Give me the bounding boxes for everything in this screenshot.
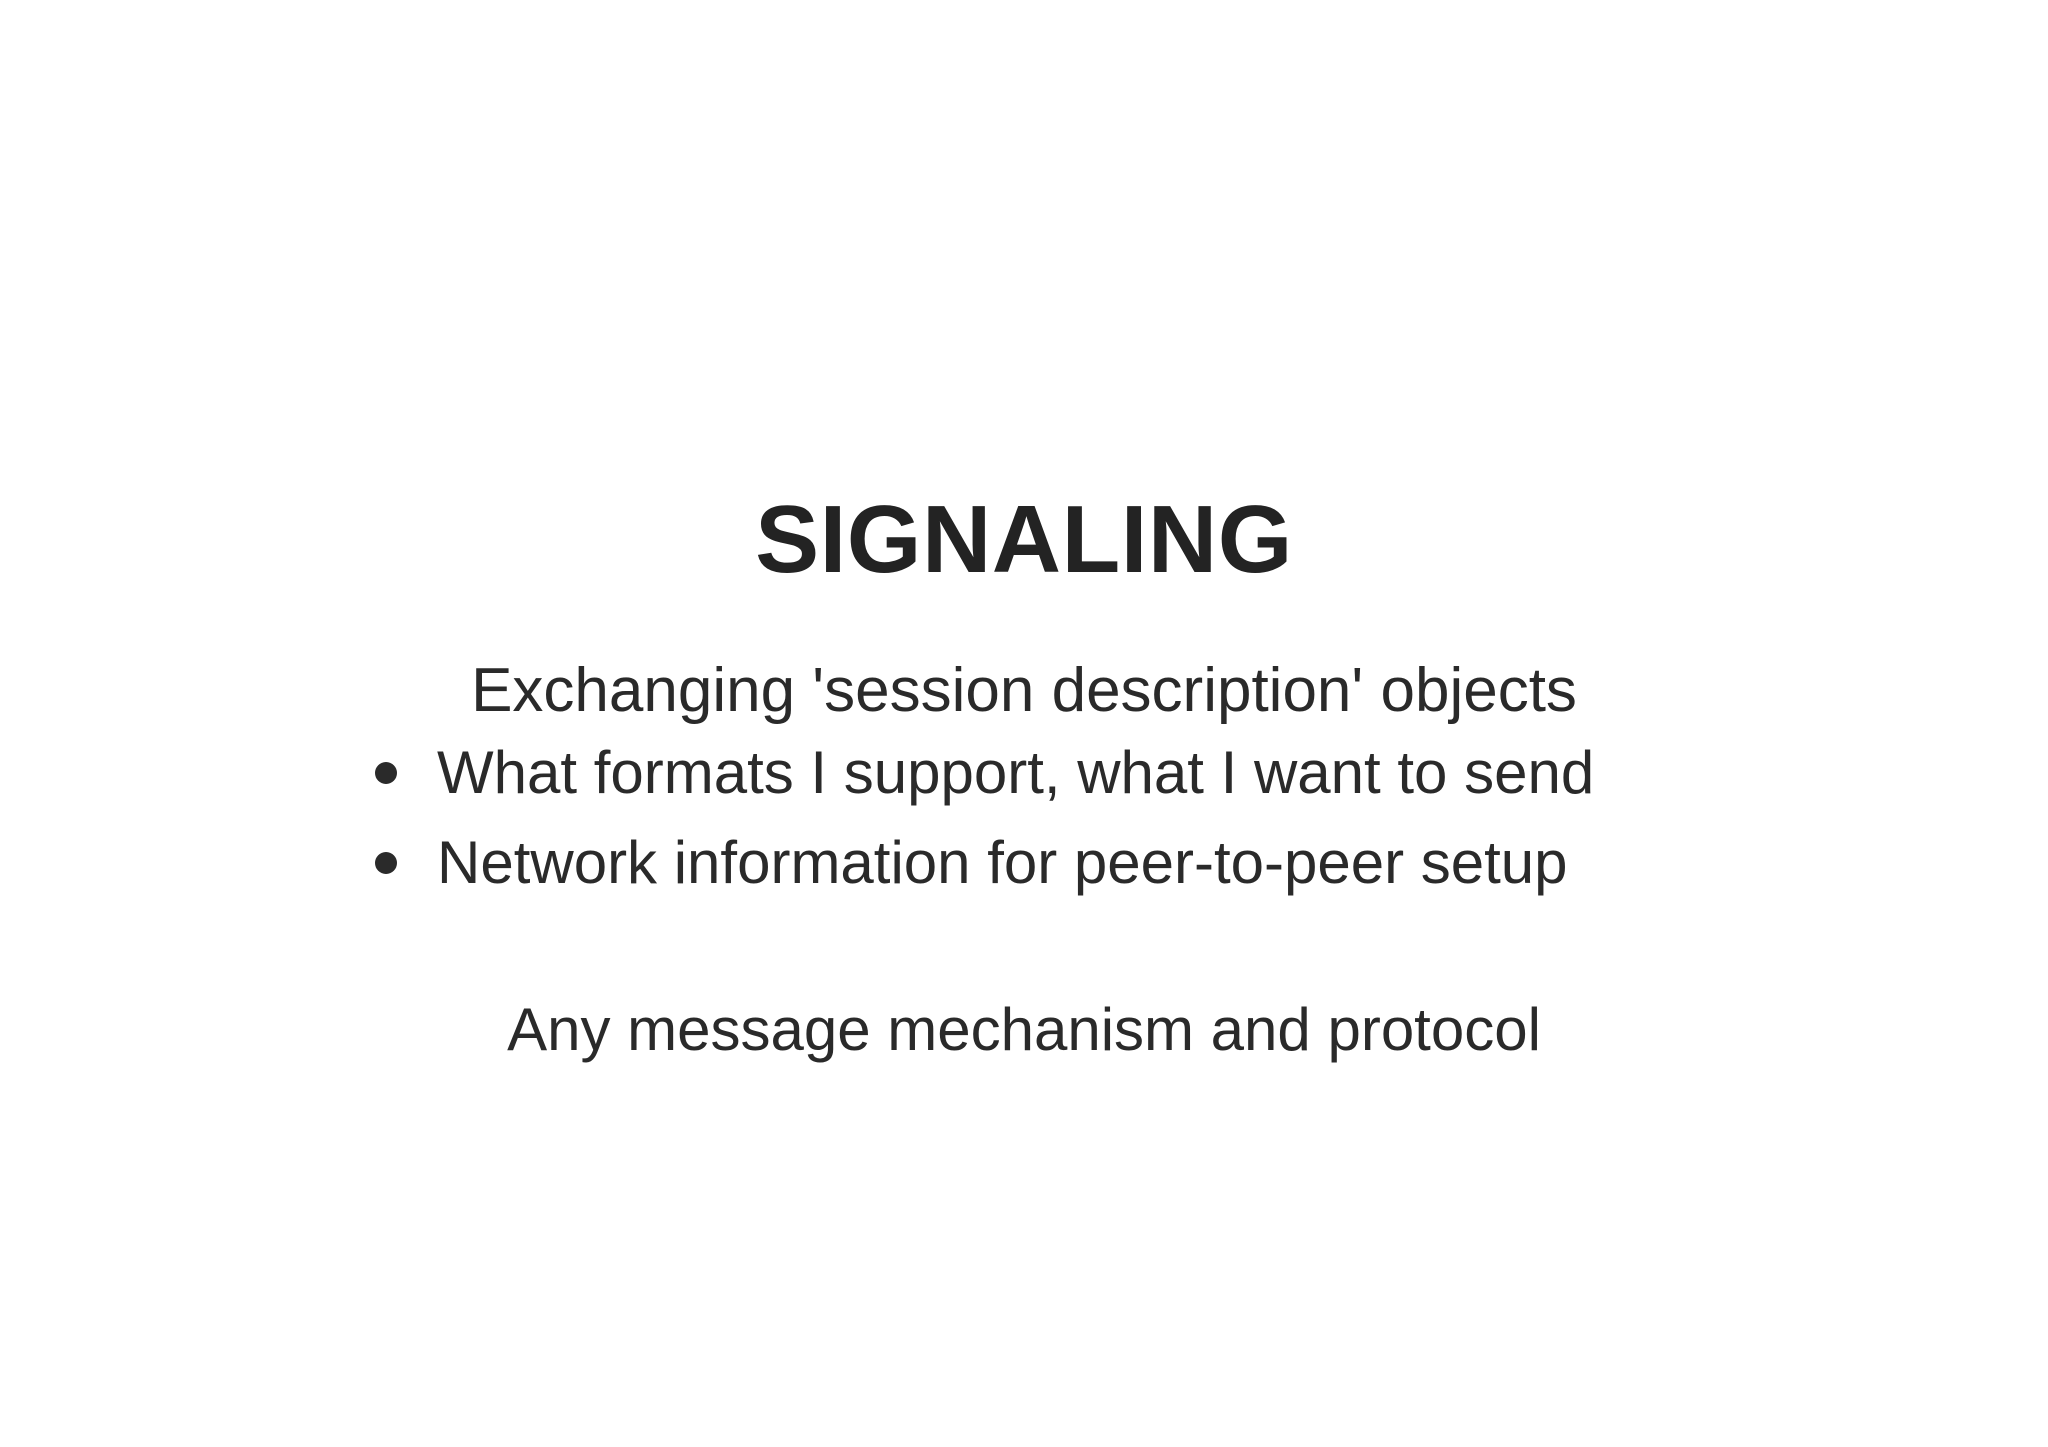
- slide-title: SIGNALING: [755, 486, 1293, 594]
- bullet-list: What formats I support, what I want to s…: [0, 728, 2048, 908]
- list-item: Network information for peer-to-peer set…: [359, 818, 1689, 908]
- slide-footnote: Any message mechanism and protocol: [507, 996, 1541, 1063]
- bullet-dot-icon: [375, 852, 397, 874]
- bullet-dot-icon: [375, 762, 397, 784]
- list-item-label: Network information for peer-to-peer set…: [437, 829, 1568, 896]
- list-item: What formats I support, what I want to s…: [359, 728, 1689, 818]
- slide-subtitle: Exchanging 'session description' objects: [471, 656, 1577, 725]
- list-item-label: What formats I support, what I want to s…: [437, 739, 1595, 806]
